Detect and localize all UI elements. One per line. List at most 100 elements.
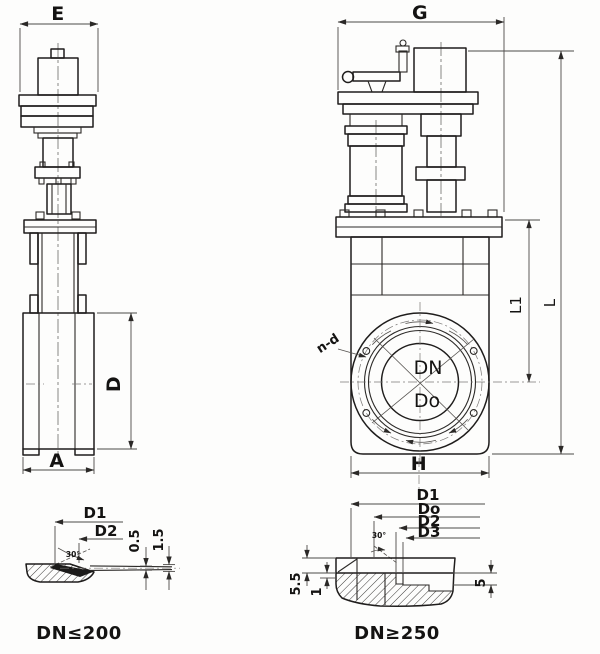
top-plate-3 bbox=[20, 115, 94, 128]
gland-tab-left bbox=[29, 232, 39, 265]
bolt bbox=[38, 177, 45, 185]
front-view: E bbox=[18, 3, 137, 474]
bolt-hole bbox=[469, 347, 478, 355]
lever-pin bbox=[398, 50, 408, 73]
dim-label-G: G bbox=[412, 2, 428, 24]
dim-label-A: A bbox=[49, 450, 64, 472]
solenoid-box bbox=[413, 47, 467, 93]
raised-face-step bbox=[402, 573, 453, 592]
bolt-arc bbox=[405, 319, 434, 325]
dim-label-D2-large: D2 bbox=[418, 512, 441, 530]
top-plate-1 bbox=[18, 94, 97, 107]
mid-flange bbox=[34, 166, 81, 179]
flange-section bbox=[335, 557, 456, 607]
detail-dn-ge-250: D1 Do D2 D3 30° bbox=[289, 458, 497, 644]
dim-1-5: 1.5 bbox=[152, 528, 175, 590]
caption-dn-le-200: DN≤200 bbox=[36, 623, 122, 644]
dim-5-5: 5.5 bbox=[289, 545, 336, 596]
dim-1: 1 bbox=[310, 562, 336, 597]
nut bbox=[413, 209, 424, 218]
seal-label: Do bbox=[414, 390, 440, 412]
dim-L1: L1 bbox=[505, 219, 540, 383]
dim-label-15: 1.5 bbox=[152, 528, 167, 551]
lever-bracket bbox=[367, 80, 387, 93]
dim-label-Do-large: Do bbox=[418, 500, 441, 518]
dim-label-D: D bbox=[103, 376, 125, 392]
bolt-arc bbox=[372, 330, 392, 345]
air-cylinder bbox=[344, 114, 408, 213]
flange-hatch bbox=[336, 573, 453, 607]
head-plate-2 bbox=[342, 103, 474, 115]
dim-label-L: L bbox=[541, 298, 559, 307]
nut bbox=[35, 211, 45, 220]
dim-Do-large: Do bbox=[373, 500, 480, 557]
nut bbox=[375, 209, 386, 218]
head-plate-1 bbox=[337, 91, 479, 105]
diagonal-centerline bbox=[371, 338, 475, 424]
dim-label-E: E bbox=[51, 3, 64, 25]
caption-dn-ge-250: DN≥250 bbox=[354, 623, 440, 644]
dim-label-05: 0.5 bbox=[128, 529, 143, 552]
dim-D2-large: D2 bbox=[395, 512, 480, 572]
nut bbox=[461, 209, 472, 218]
dim-label-1: 1 bbox=[310, 587, 325, 596]
lever-ball bbox=[341, 70, 355, 84]
dim-label-5: 5 bbox=[474, 578, 489, 587]
bolt-note: n-d bbox=[314, 331, 367, 358]
seat-angle-note-large: 30° bbox=[370, 531, 398, 564]
dim-E: E bbox=[19, 3, 99, 92]
bolt-arc bbox=[405, 439, 437, 445]
diagonal-centerline bbox=[373, 337, 469, 431]
bore-label: DN bbox=[414, 357, 443, 379]
bolt-hole bbox=[469, 409, 478, 417]
stem-column bbox=[415, 113, 466, 213]
foot-right bbox=[74, 448, 95, 456]
dim-label-55: 5.5 bbox=[289, 572, 304, 595]
valve-body-front bbox=[22, 312, 95, 450]
dim-D: D bbox=[97, 312, 137, 450]
angle-label-large: 30° bbox=[372, 531, 386, 540]
detail-dn-le-200: D1 D2 30° 0.5 bbox=[25, 504, 180, 644]
dim-label-L1: L1 bbox=[507, 296, 525, 314]
gate-strip bbox=[60, 565, 180, 571]
dim-0-5: 0.5 bbox=[128, 529, 152, 590]
flange-face: DN Do bbox=[340, 302, 540, 462]
dim-D3-large: D3 bbox=[402, 523, 480, 572]
dim-label-D1-large: D1 bbox=[417, 486, 440, 504]
gland-tab-right bbox=[77, 232, 87, 265]
nut bbox=[71, 211, 81, 220]
bolt-note-label: n-d bbox=[314, 331, 342, 357]
seat-slot bbox=[395, 573, 403, 585]
bolt-arc bbox=[372, 419, 392, 434]
seat-ring bbox=[50, 564, 94, 577]
foot-left bbox=[22, 448, 40, 456]
bolt bbox=[70, 177, 77, 185]
dim-label-D2: D2 bbox=[95, 522, 118, 540]
lever-tip bbox=[399, 39, 407, 47]
dim-label-D1: D1 bbox=[84, 504, 107, 522]
body-lug-left bbox=[29, 294, 39, 314]
nut bbox=[487, 209, 498, 218]
dim-L: L bbox=[468, 50, 574, 455]
angle-label: 30° bbox=[66, 550, 80, 559]
dim-G: G bbox=[337, 2, 505, 212]
lever-assembly bbox=[341, 39, 410, 93]
actuator-knob bbox=[50, 48, 65, 59]
bolt-hole bbox=[362, 409, 371, 417]
top-plate-2 bbox=[20, 105, 94, 117]
dim-D1-large: D1 bbox=[350, 486, 485, 557]
valve-body-side bbox=[350, 236, 490, 455]
side-view: G bbox=[314, 2, 574, 478]
step-1 bbox=[33, 126, 82, 134]
bolt-arc bbox=[448, 419, 468, 434]
dim-H: H bbox=[350, 453, 490, 478]
yoke-column bbox=[46, 183, 72, 215]
dim-label-D3-large: D3 bbox=[418, 523, 441, 541]
dim-5: 5 bbox=[453, 560, 497, 598]
seat-section bbox=[25, 563, 95, 583]
body-lug-right bbox=[77, 294, 87, 314]
dim-A: A bbox=[22, 450, 95, 474]
bolt bbox=[55, 177, 62, 185]
flange-outline bbox=[335, 557, 456, 607]
